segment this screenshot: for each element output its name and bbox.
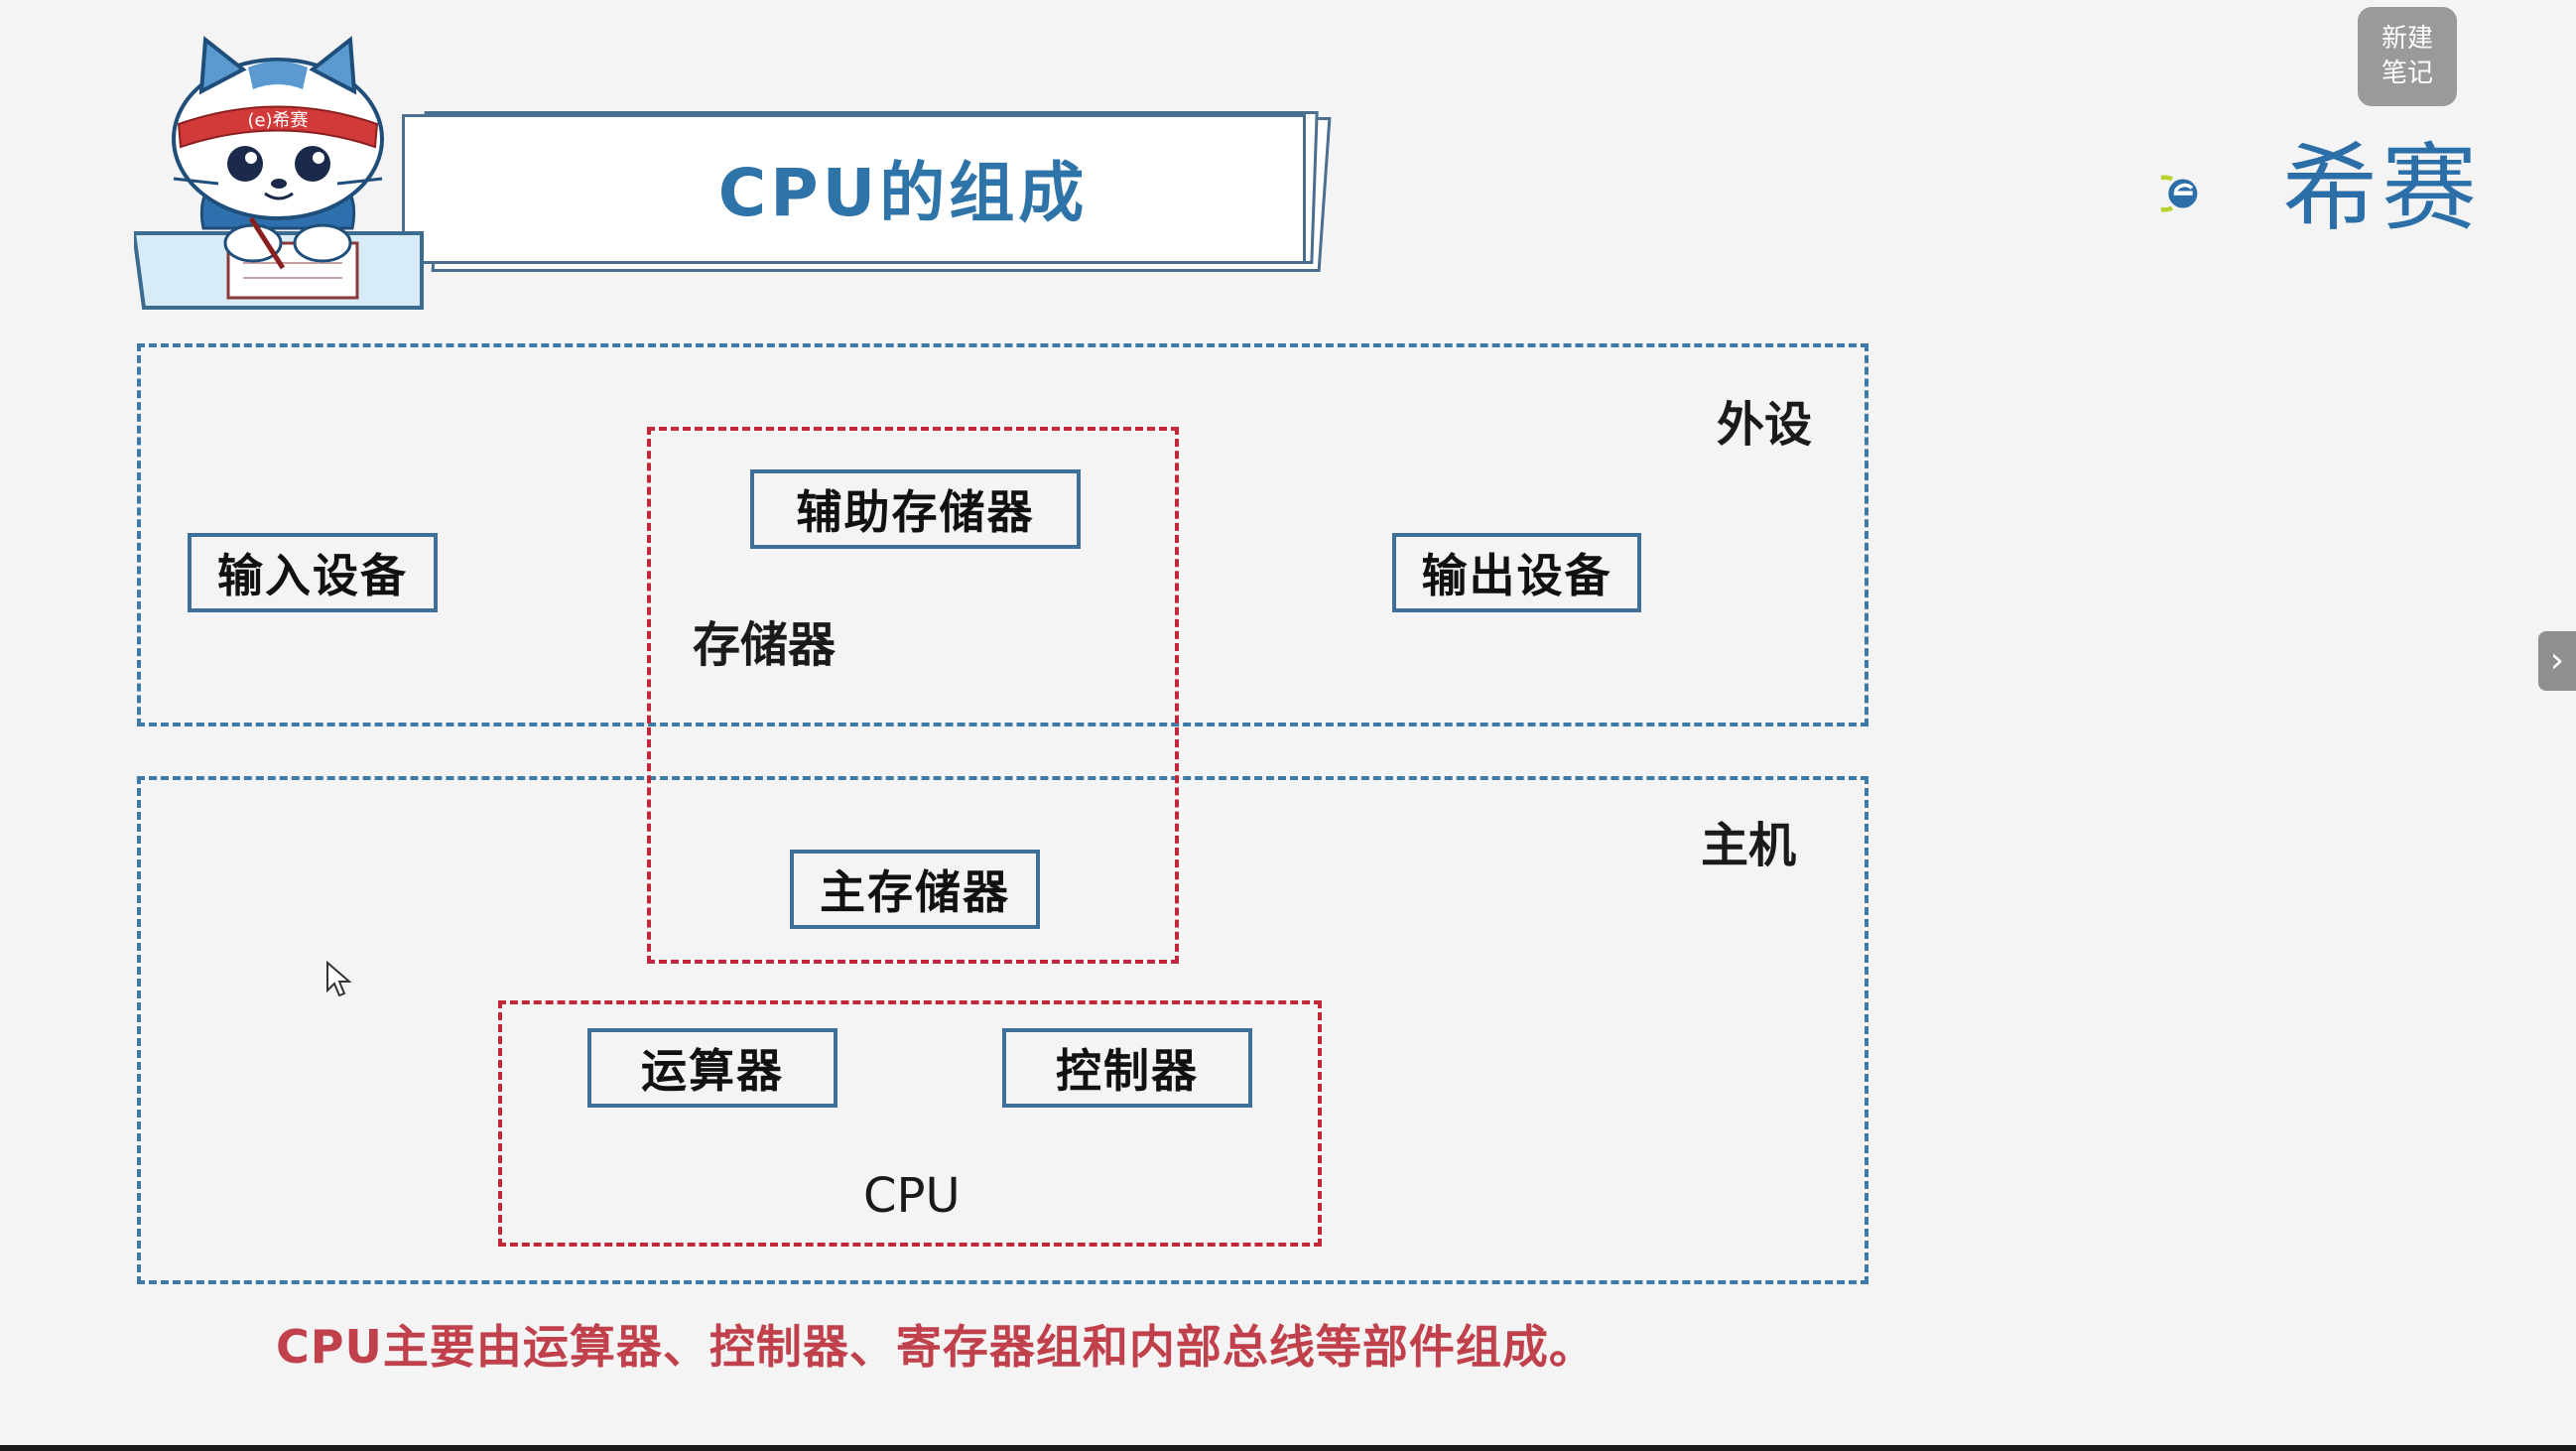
new-note-line1: 新建 <box>2381 24 2433 54</box>
logo-text: 希赛 <box>2282 133 2481 244</box>
output-device-box: 输出设备 <box>1392 533 1641 612</box>
auxiliary-storage-box: 辅助存储器 <box>750 469 1081 549</box>
summary-caption: CPU主要由运算器、控制器、寄存器组和内部总线等部件组成。 <box>276 1320 1596 1374</box>
new-note-button[interactable]: 新建 笔记 <box>2358 7 2457 106</box>
xisai-logo-icon <box>2161 175 2198 212</box>
controller-box: 控制器 <box>1002 1028 1252 1108</box>
input-device-box: 输入设备 <box>188 533 438 612</box>
mouse-cursor-icon <box>326 961 352 997</box>
chevron-right-icon[interactable]: › <box>2538 631 2576 691</box>
host-label: 主机 <box>1701 818 1797 873</box>
title-banner <box>402 114 1306 264</box>
alu-box: 运算器 <box>587 1028 837 1108</box>
peripherals-label: 外设 <box>1717 397 1813 453</box>
host-region <box>137 776 1868 1284</box>
cpu-label: CPU <box>863 1168 961 1224</box>
peripherals-region <box>137 343 1868 726</box>
storage-label: 存储器 <box>693 617 837 673</box>
page-title: CPU的组成 <box>717 155 1089 231</box>
storage-region <box>647 427 1179 964</box>
new-note-line2: 笔记 <box>2381 59 2433 88</box>
headband-text: (e)希赛 <box>247 110 308 131</box>
cat-mascot-icon: (e)希赛 <box>134 36 424 310</box>
main-storage-box: 主存储器 <box>790 850 1040 929</box>
bottom-bar <box>0 1445 2576 1451</box>
cpu-region <box>498 1000 1322 1247</box>
